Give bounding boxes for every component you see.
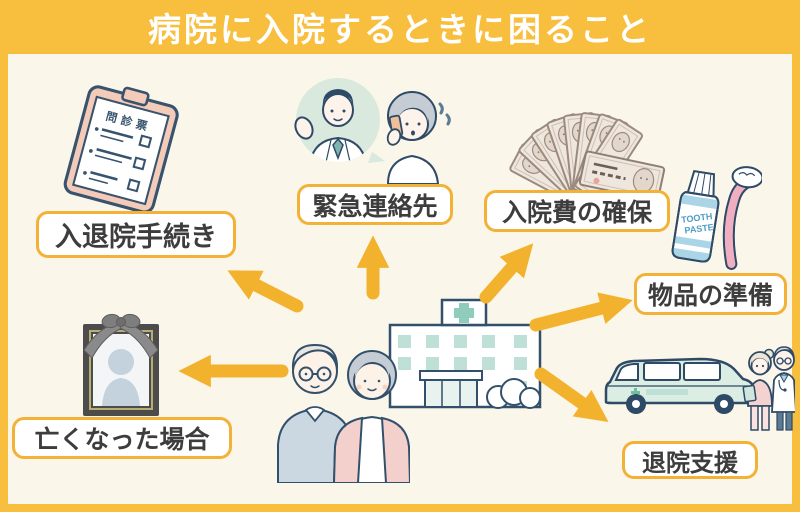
toothpaste-text-line2: PASTE bbox=[684, 222, 714, 236]
memorial-portrait-icon bbox=[83, 313, 159, 416]
doctor-figure bbox=[771, 346, 795, 431]
item-label-discharge-support: 退院支援 bbox=[622, 441, 758, 479]
money-fan-icon bbox=[508, 111, 666, 196]
item-label-procedures: 入退院手続き bbox=[36, 211, 236, 258]
page-title: 病院に入院するときに困ること bbox=[148, 11, 652, 48]
toothpaste-toothbrush-icon: TOOTH PASTE bbox=[671, 166, 762, 270]
bush-icon bbox=[486, 378, 541, 409]
elderly-couple-icon bbox=[277, 343, 410, 483]
care-van-staff-icon bbox=[604, 346, 795, 431]
item-label-emergency-contact: 緊急連絡先 bbox=[297, 184, 453, 225]
arrow-to-procedures bbox=[227, 270, 304, 313]
arrow-to-hospital-fees bbox=[479, 243, 534, 304]
item-label-supplies: 物品の準備 bbox=[634, 273, 787, 315]
item-label-hospital-fees: 入院費の確保 bbox=[484, 190, 670, 232]
item-label-death-case: 亡くなった場合 bbox=[12, 417, 232, 459]
clipboard-checklist-icon: 問診票 bbox=[63, 85, 179, 214]
title-banner: 病院に入院するときに困ること bbox=[0, 0, 800, 54]
arrow-to-discharge-support bbox=[534, 367, 609, 423]
toothpaste-text-line1: TOOTH bbox=[681, 211, 713, 225]
elderly-woman-figure bbox=[332, 350, 410, 483]
hospital-building-icon bbox=[388, 298, 542, 409]
nurse-figure bbox=[742, 348, 775, 431]
arrow-to-supplies bbox=[529, 292, 633, 332]
doctor-phone-call-icon bbox=[294, 78, 451, 184]
